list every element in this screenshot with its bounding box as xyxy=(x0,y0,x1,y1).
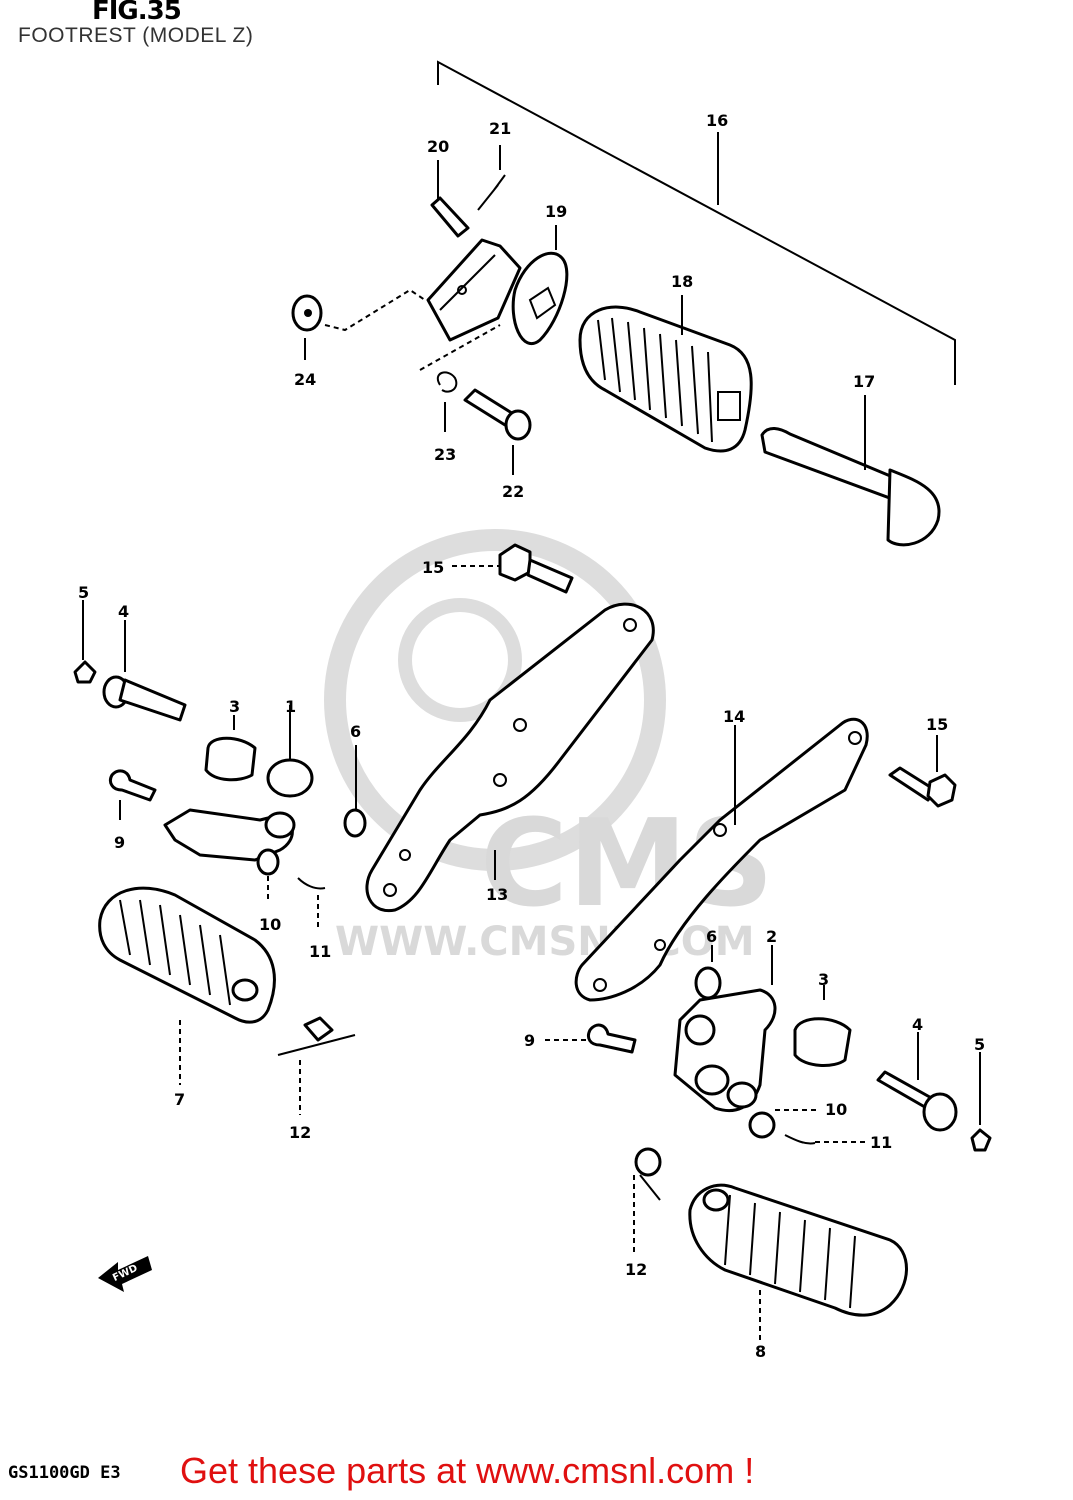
callout-10: 10 xyxy=(259,915,281,934)
callout-12: 12 xyxy=(289,1123,311,1142)
part-15-bolt-upper xyxy=(452,543,574,594)
part-6-washer-right xyxy=(694,945,722,1000)
part-18-footpeg-rubber xyxy=(578,295,753,453)
callout-20: 20 xyxy=(427,137,449,156)
callout-4: 4 xyxy=(118,602,129,621)
parts-link-banner[interactable]: Get these parts at www.cmsnl.com ! xyxy=(180,1450,755,1491)
callout-11: 11 xyxy=(870,1133,892,1152)
callout-18: 18 xyxy=(671,272,693,291)
group-16-bracket xyxy=(437,60,956,385)
callout-23: 23 xyxy=(434,445,456,464)
part-23-clip xyxy=(419,324,501,432)
part-20-pin xyxy=(430,160,470,238)
part-5-nut-left xyxy=(73,600,97,684)
part-8-footpeg-right xyxy=(688,1183,908,1340)
part-22-pin xyxy=(463,388,532,475)
part-15-bolt-lower xyxy=(888,735,957,808)
callout-10: 10 xyxy=(825,1100,847,1119)
model-code: GS1100GD E3 xyxy=(8,1463,121,1483)
part-13-footrest-bracket xyxy=(365,602,655,913)
watermark-url: WWW.CMSNL.COM xyxy=(335,919,755,965)
part-4-bolt-right xyxy=(876,1032,958,1132)
part-6-washer-left xyxy=(343,745,367,838)
callout-1: 1 xyxy=(285,697,296,716)
clevis-bracket xyxy=(426,238,522,342)
callout-15: 15 xyxy=(422,558,444,577)
part-11-cotter-left xyxy=(297,877,326,930)
part-10-washer-left xyxy=(256,848,280,900)
callout-labels: 1 2 3 3 4 4 5 5 6 6 7 8 9 9 10 10 11 11 … xyxy=(78,111,985,1361)
part-3-bushing-left xyxy=(204,715,257,782)
diagram-subtitle: FOOTREST (MODEL Z) xyxy=(18,24,254,47)
callout-3: 3 xyxy=(229,697,240,716)
callout-12: 12 xyxy=(625,1260,647,1279)
callout-6: 6 xyxy=(350,722,361,741)
callout-24: 24 xyxy=(294,370,316,389)
part-9-pin-left xyxy=(108,769,157,820)
callout-6: 6 xyxy=(706,927,717,946)
callout-9: 9 xyxy=(114,833,125,852)
forward-arrow-icon: FWD xyxy=(98,1256,152,1292)
part-11-cotter-right xyxy=(784,1134,865,1145)
part-10-washer-right xyxy=(748,1109,820,1139)
callout-9: 9 xyxy=(524,1031,535,1050)
figure-number: FIG.35 xyxy=(92,0,182,26)
callout-3: 3 xyxy=(818,970,829,989)
callout-19: 19 xyxy=(545,202,567,221)
part-1-footrest-arm xyxy=(163,705,314,862)
part-12-clip-left xyxy=(277,1016,356,1115)
callout-21: 21 xyxy=(489,119,511,138)
part-4-bolt-left xyxy=(102,620,187,722)
callout-2: 2 xyxy=(766,927,777,946)
callout-4: 4 xyxy=(912,1015,923,1034)
callout-22: 22 xyxy=(502,482,524,501)
callout-15: 15 xyxy=(926,715,948,734)
part-17-footpeg-pin xyxy=(760,395,941,547)
callout-17: 17 xyxy=(853,372,875,391)
part-5-nut-right xyxy=(970,1052,992,1152)
callout-8: 8 xyxy=(755,1342,766,1361)
part-12-clip-right xyxy=(633,1147,662,1255)
part-14-footrest-bracket xyxy=(574,717,869,1002)
part-3-bushing-right xyxy=(793,985,852,1067)
part-9-pin-right xyxy=(545,1023,637,1054)
callout-13: 13 xyxy=(486,885,508,904)
part-24-washer xyxy=(291,288,426,360)
callout-5: 5 xyxy=(974,1035,985,1054)
part-2-footrest-arm xyxy=(673,945,777,1113)
part-21-spring xyxy=(477,145,506,211)
part-7-footpeg-left xyxy=(98,886,276,1085)
callout-11: 11 xyxy=(309,942,331,961)
callout-16: 16 xyxy=(706,111,728,130)
callout-14: 14 xyxy=(723,707,745,726)
part-19-plate xyxy=(511,225,569,345)
callout-7: 7 xyxy=(174,1090,185,1109)
callout-5: 5 xyxy=(78,583,89,602)
